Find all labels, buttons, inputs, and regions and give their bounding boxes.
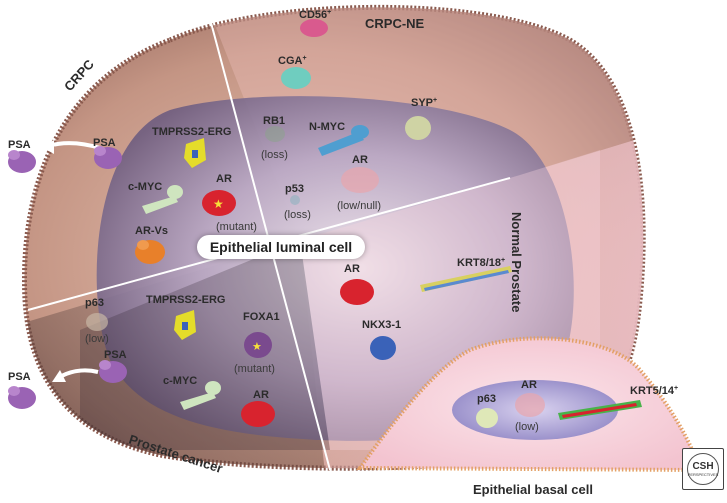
krt5-14-label: KRT5/14+ [630, 385, 678, 397]
ar-label-basal: AR [521, 379, 537, 391]
region-label-crpc: CRPC [61, 56, 97, 94]
foxa1-label: FOXA1 [243, 311, 280, 323]
n-myc-label: N-MYC [309, 121, 345, 133]
tmprss2-erg-protein-crpc [184, 138, 206, 168]
cga-protein [281, 67, 311, 89]
tmprss2-erg-protein-pc [174, 310, 196, 340]
nkx3-1-protein [370, 336, 396, 360]
ar-label-pc: AR [253, 389, 269, 401]
tmprss2-erg-label-pc: TMPRSS2-ERG [146, 294, 225, 306]
c-myc-protein-pc [180, 381, 221, 410]
rb1-note: (loss) [261, 149, 288, 161]
ar-low-protein-basal [515, 393, 545, 417]
foxa1-note: (mutant) [234, 363, 275, 375]
ar-label-crpc: AR [216, 173, 232, 185]
p63-protein-basal [476, 408, 498, 428]
ar-label-normal: AR [344, 263, 360, 275]
psa-label-crpc: PSA [93, 137, 116, 149]
rb1-label: RB1 [263, 115, 285, 127]
logo-top-text: CSH [692, 460, 714, 472]
psa-protein-crpc [94, 146, 122, 169]
p63-low-protein-pc [86, 313, 108, 331]
csh-perspectives-logo: CSH PERSPECTIVES [682, 448, 724, 490]
tmprss2-erg-label-crpc: TMPRSS2-ERG [152, 126, 231, 138]
region-label-crpc-ne: CRPC-NE [365, 16, 425, 31]
ar-mutant-protein-crpc: ★ [202, 190, 236, 216]
ar-protein-normal [340, 279, 374, 305]
p63-label-pc: p63 [85, 297, 104, 309]
psa-secreted-protein-pc [8, 386, 36, 409]
rb1-protein [265, 126, 285, 142]
ar-note-basal: (low) [515, 421, 539, 433]
ar-protein-pc [241, 401, 275, 427]
svg-text:★: ★ [252, 341, 262, 353]
cd56-protein [300, 19, 328, 37]
cd56-label: CD56+ [299, 9, 331, 21]
psa-secreted-label-crpc: PSA [8, 139, 31, 151]
ar-low-protein-crpc-ne [341, 167, 379, 193]
p53-label: p53 [285, 183, 304, 195]
ar-vs-label: AR-Vs [135, 225, 168, 237]
foxa1-mutant-protein: ★ [244, 332, 272, 358]
ar-label-crpc-ne: AR [352, 154, 368, 166]
region-label-normal-prostate: Normal Prostate [509, 212, 524, 312]
logo-ring: CSH PERSPECTIVES [687, 453, 719, 485]
p63-note-pc: (low) [85, 333, 109, 345]
nkx3-1-label: NKX3-1 [362, 319, 401, 331]
epithelial-luminal-cell-label: Epithelial luminal cell [197, 235, 365, 259]
c-myc-label-crpc: c-MYC [128, 181, 162, 193]
krt5-14-protein [558, 400, 642, 420]
p63-label-basal: p63 [477, 393, 496, 405]
p53-note: (loss) [284, 209, 311, 221]
ar-note-crpc: (mutant) [216, 221, 257, 233]
psa-secreted-protein-crpc [8, 150, 36, 173]
syp-label: SYP+ [411, 97, 437, 109]
n-myc-protein [318, 125, 369, 156]
logo-bottom-text: PERSPECTIVES [687, 471, 719, 477]
psa-label-pc: PSA [104, 349, 127, 361]
ar-vs-protein [135, 240, 165, 264]
p53-protein [290, 195, 300, 205]
c-myc-label-pc: c-MYC [163, 375, 197, 387]
psa-secreted-label-pc: PSA [8, 371, 31, 383]
ar-note-crpc-ne: (low/null) [337, 200, 381, 212]
luminal-nucleus [96, 96, 574, 441]
region-label-epithelial-basal-cell: Epithelial basal cell [473, 482, 593, 497]
krt8-18-label: KRT8/18+ [457, 257, 505, 269]
cga-label: CGA+ [278, 55, 307, 67]
c-myc-protein-crpc [142, 185, 183, 214]
krt8-18-protein [420, 266, 512, 292]
syp-protein [405, 116, 431, 140]
psa-protein-pc [99, 360, 127, 383]
svg-text:★: ★ [213, 197, 224, 211]
